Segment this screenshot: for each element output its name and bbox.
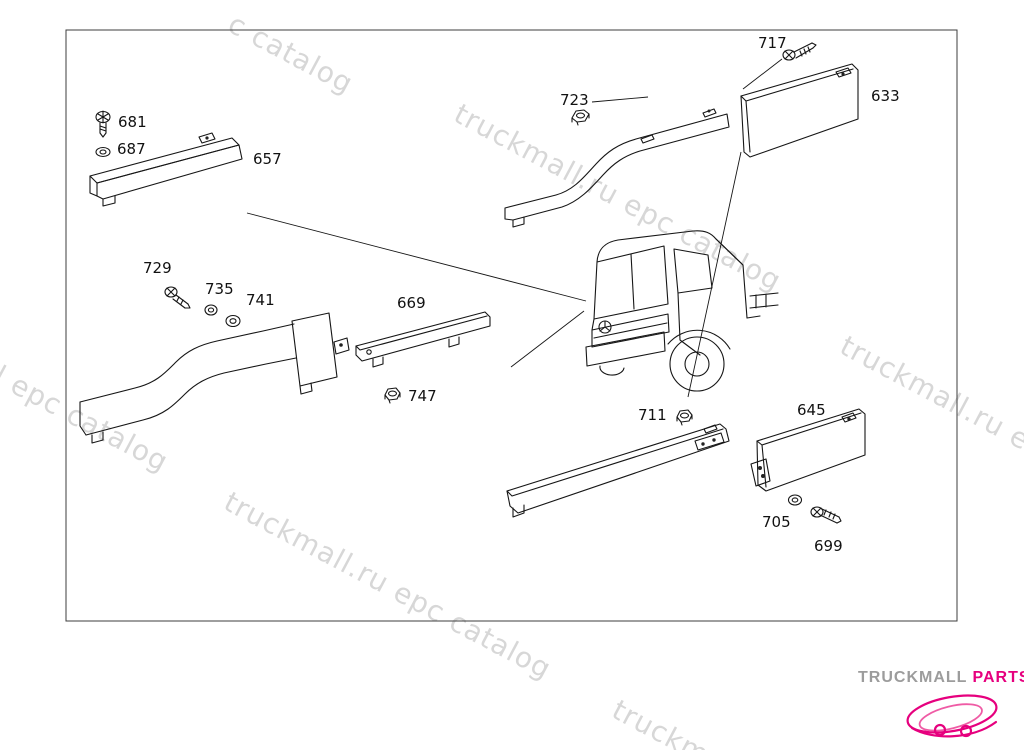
logo-text-primary: TRUCKMALL (858, 669, 967, 686)
part-711-panel (506, 423, 730, 518)
part-723-nut (571, 109, 590, 126)
part-label-735[interactable]: 735 (205, 280, 234, 298)
part-label-633[interactable]: 633 (871, 87, 900, 105)
part-723-panel (504, 108, 730, 228)
part-label-681[interactable]: 681 (118, 113, 147, 131)
watermark-text: truckmall.ru epc catalog (219, 485, 557, 686)
watermark-layer: c catalog truckmall.ru epc catalog l epc… (0, 7, 1024, 750)
logo-swirl-icon (906, 694, 998, 738)
part-705-washer (787, 494, 803, 506)
part-717-screw (782, 42, 817, 61)
part-741-bracket (79, 312, 350, 444)
part-687-washer (95, 146, 111, 158)
part-label-645[interactable]: 645 (797, 401, 826, 419)
pointer-lines (246, 58, 783, 398)
watermark-text: truckmall (607, 693, 747, 750)
part-729-screw (164, 286, 191, 309)
part-label-711[interactable]: 711 (638, 406, 667, 424)
logo-text: TRUCKMALL PARTS (858, 667, 1024, 686)
part-681-screw (95, 110, 111, 138)
truck-cab (585, 230, 779, 392)
part-label-741[interactable]: 741 (246, 291, 275, 309)
part-633-panel (740, 63, 859, 158)
part-645-panel (750, 408, 866, 492)
part-label-717[interactable]: 717 (758, 34, 787, 52)
part-label-723[interactable]: 723 (560, 91, 589, 109)
part-711-nut (676, 409, 693, 426)
watermark-text: truckmall.ru epc catalog (449, 97, 787, 298)
part-labels: 681 687 657 723 717 633 729 735 741 669 … (117, 34, 900, 555)
part-699-screw (810, 506, 842, 524)
part-label-687[interactable]: 687 (117, 140, 146, 158)
watermark-text: truckmall.ru e (835, 329, 1024, 457)
part-669-panel (355, 311, 491, 368)
part-label-729[interactable]: 729 (143, 259, 172, 277)
part-label-699[interactable]: 699 (814, 537, 843, 555)
part-657-panel (89, 132, 243, 207)
logo-text-accent: PARTS (973, 669, 1024, 686)
part-label-669[interactable]: 669 (397, 294, 426, 312)
diagram-frame (65, 29, 958, 622)
part-label-705[interactable]: 705 (762, 513, 791, 531)
watermark-text: c catalog (223, 7, 359, 100)
truckmall-logo: TRUCKMALL PARTS (858, 667, 1024, 738)
part-label-657[interactable]: 657 (253, 150, 282, 168)
part-741-washer (225, 314, 241, 328)
part-735-washer (204, 304, 218, 316)
part-label-747[interactable]: 747 (408, 387, 437, 405)
part-747-nut (384, 387, 401, 404)
